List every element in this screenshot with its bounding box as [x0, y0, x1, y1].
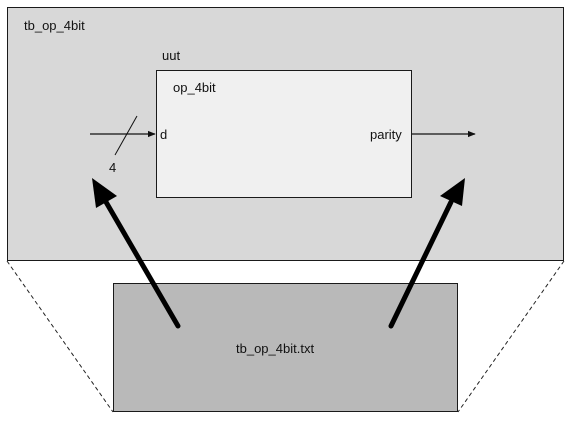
- bus-width-label: 4: [109, 160, 117, 175]
- projection-line-right: [457, 260, 565, 413]
- instance-label: uut: [162, 48, 181, 63]
- stimulus-arrow-head: [92, 178, 117, 208]
- output-port-label: parity: [370, 127, 402, 142]
- projection-line-left: [6, 260, 114, 413]
- module-label: op_4bit: [173, 80, 216, 95]
- module-box: [156, 70, 412, 198]
- file-label: tb_op_4bit.txt: [236, 341, 315, 356]
- testbench-label: tb_op_4bit: [24, 18, 85, 33]
- stimulus-arrow-shaft: [103, 199, 181, 329]
- check-arrow-head: [440, 178, 465, 206]
- check-arrow-shaft: [388, 199, 454, 329]
- input-port-label: d: [160, 127, 168, 142]
- bus-slash: [114, 115, 138, 156]
